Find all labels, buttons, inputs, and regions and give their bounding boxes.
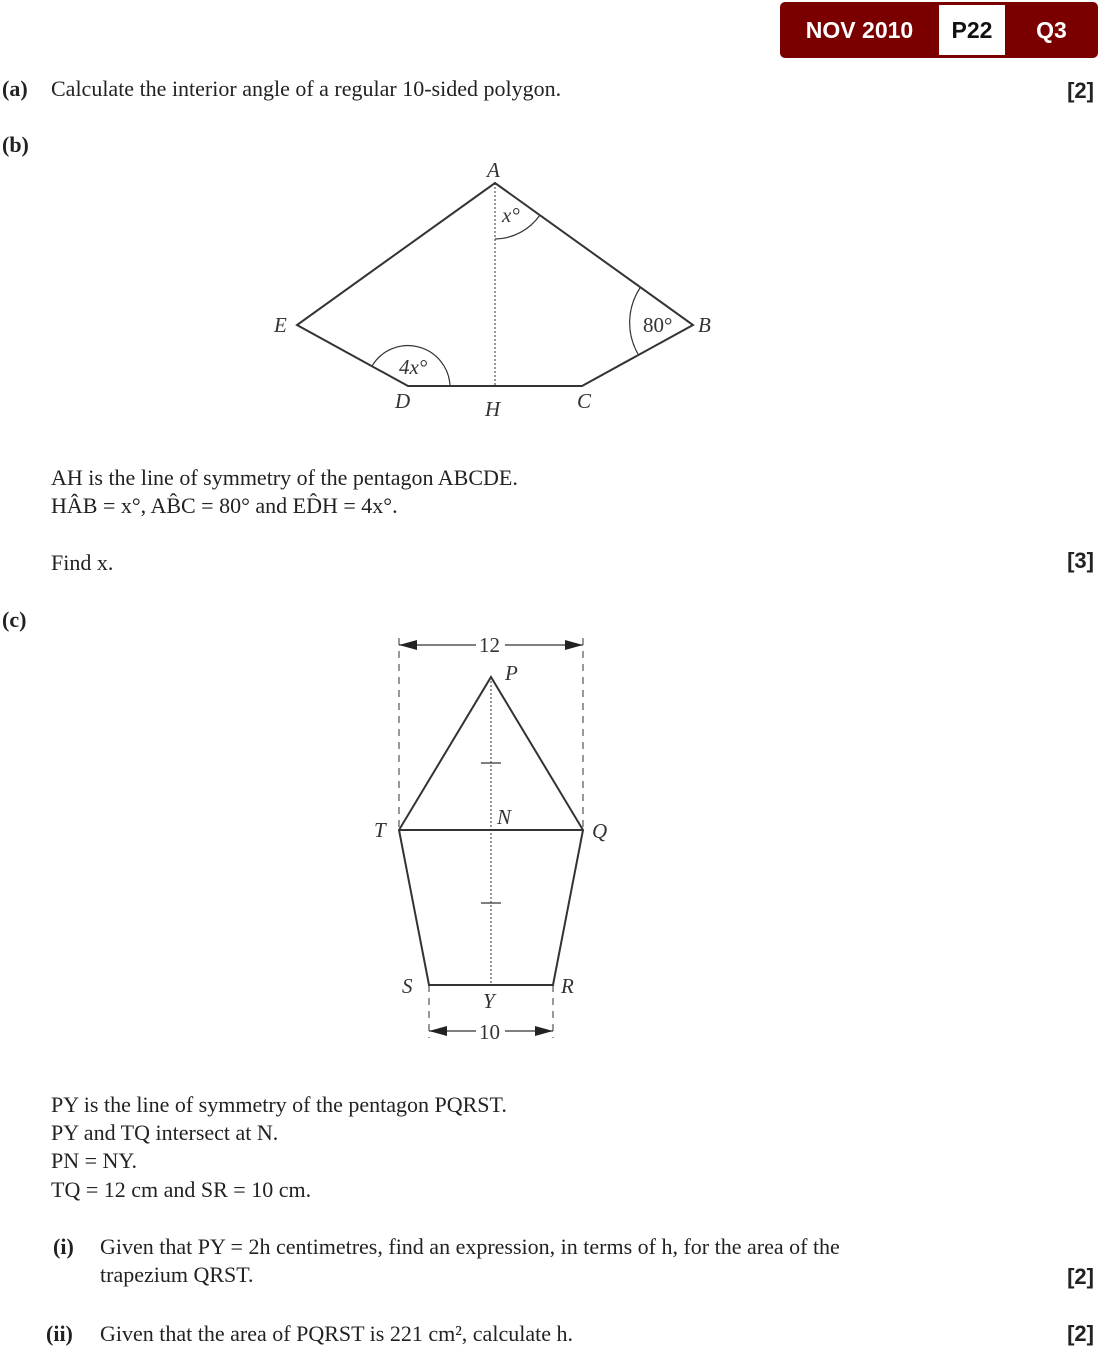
- part-c-line: PY is the line of symmetry of the pentag…: [51, 1092, 507, 1117]
- vertex-p: P: [504, 661, 518, 685]
- part-c-ii-label: (ii): [46, 1321, 73, 1346]
- part-b-symmetry-text: AH is the line of symmetry of the pentag…: [51, 465, 518, 490]
- angle-d-label: 4x°: [399, 355, 428, 379]
- part-c-ii-text: Given that the area of PQRST is 221 cm²,…: [100, 1321, 573, 1346]
- part-c-i-marks: [2]: [1067, 1264, 1094, 1289]
- arrow-head: [535, 1026, 553, 1036]
- point-h: H: [484, 397, 502, 421]
- question-label: Q3: [1036, 17, 1067, 43]
- vertex-r: R: [560, 974, 574, 998]
- angle-a-label: x°: [501, 203, 520, 227]
- vertex-e: E: [273, 313, 287, 337]
- part-a-marks: [2]: [1067, 78, 1094, 103]
- angle-arc-b: [629, 287, 641, 355]
- dimension-12-label: 12: [479, 633, 500, 657]
- part-c-i-text: Given that PY = 2h centimetres, find an …: [100, 1234, 840, 1259]
- question-badge: NOV 2010 P22 Q3: [780, 2, 1098, 58]
- part-c-i-text-2: trapezium QRST.: [100, 1262, 254, 1287]
- part-c-line: PY and TQ intersect at N.: [51, 1120, 279, 1145]
- part-c-line: TQ = 12 cm and SR = 10 cm.: [51, 1177, 312, 1202]
- vertex-q: Q: [592, 819, 607, 843]
- angle-arc-a: [494, 214, 541, 240]
- dimension-arrows: [399, 640, 583, 1036]
- part-c-i-label: (i): [53, 1234, 74, 1259]
- pentagon-pqrst-diagram: [397, 638, 585, 1038]
- vertex-d: D: [394, 389, 410, 413]
- part-b-angles-text: HÂB = x°, AB̂C = 80° and ED̂H = 4x°.: [51, 493, 398, 518]
- part-c-label: (c): [2, 607, 27, 632]
- session-label: NOV 2010: [805, 17, 914, 43]
- part-a-label: (a): [2, 76, 28, 101]
- part-b-marks: [3]: [1067, 548, 1094, 573]
- vertex-b: B: [698, 313, 711, 337]
- arrow-head: [565, 640, 583, 650]
- vertex-t: T: [374, 818, 387, 842]
- vertex-a: A: [485, 158, 500, 182]
- vertex-s: S: [402, 974, 413, 998]
- arrow-head: [429, 1026, 447, 1036]
- part-c-ii-marks: [2]: [1067, 1321, 1094, 1346]
- pentagon-pqrst: [397, 675, 585, 986]
- vertex-c: C: [577, 389, 592, 413]
- part-b-find-text: Find x.: [51, 550, 114, 575]
- point-n: N: [496, 805, 512, 829]
- part-a-text: Calculate the interior angle of a regula…: [51, 76, 562, 101]
- dimension-10-label: 10: [479, 1020, 500, 1044]
- angle-b-label: 80°: [643, 313, 672, 337]
- arrow-head: [399, 640, 417, 650]
- angle-arc-d: [371, 344, 451, 387]
- pentagon-abcde: [295, 181, 695, 387]
- part-c-line: PN = NY.: [51, 1148, 137, 1173]
- pentagon-abcde-diagram: [295, 181, 695, 387]
- part-b-label: (b): [2, 132, 29, 157]
- point-y: Y: [483, 989, 497, 1013]
- paper-label: P22: [939, 5, 1005, 55]
